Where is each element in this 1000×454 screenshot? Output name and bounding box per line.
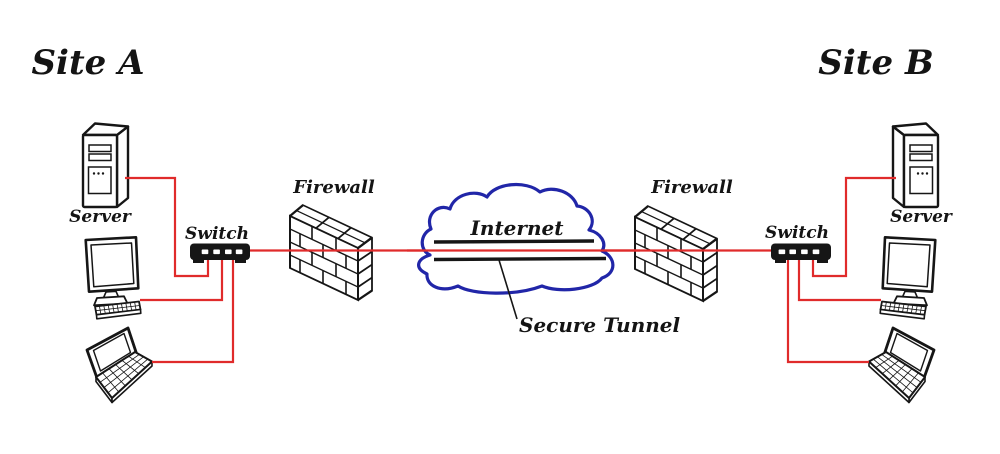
switch-a-icon (190, 243, 250, 263)
secure-tunnel-label: Secure Tunnel (519, 313, 681, 337)
switch-b-label: Switch (765, 223, 829, 243)
switch-a-label: Switch (185, 224, 249, 244)
server-b-icon (891, 122, 940, 209)
internet-label: Internet (470, 216, 565, 240)
site-a-title: Site A (31, 43, 144, 83)
workstation-a-icon (84, 236, 143, 321)
firewall-b-label: Firewall (650, 177, 733, 198)
cloud-outline (417, 182, 615, 295)
site-a-devices (81, 122, 373, 404)
tunnel-callout-line (498, 259, 518, 320)
tunnel-line-bottom (433, 256, 607, 262)
site-b-lan-links (786, 176, 898, 364)
server-a-label: Server (69, 207, 132, 227)
site-b-devices (634, 122, 940, 404)
server-a-icon (81, 122, 130, 209)
workstation-b-icon (878, 236, 937, 321)
tunnel-lines (433, 239, 607, 262)
laptop-a-icon (85, 326, 154, 404)
site-a-lan-links (123, 176, 235, 364)
firewall-a-label: Firewall (292, 177, 375, 198)
internet-cloud (407, 182, 640, 320)
switch-b-icon (771, 243, 831, 263)
laptop-b-icon (867, 326, 936, 404)
firewall-b-icon (634, 199, 718, 309)
site-b-title: Site B (818, 43, 933, 83)
firewall-a-icon (289, 198, 373, 308)
server-b-label: Server (890, 207, 953, 227)
tunnel-line-top (433, 239, 595, 244)
